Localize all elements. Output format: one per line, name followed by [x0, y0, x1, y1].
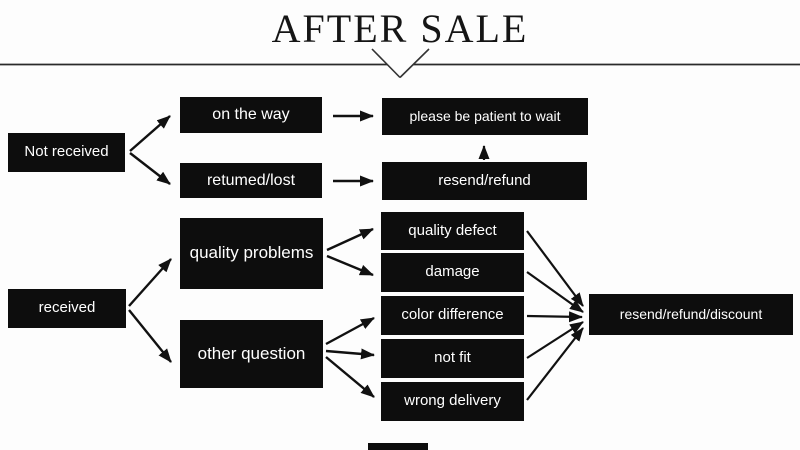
node-damage: damage: [381, 253, 524, 292]
node-quality-defect: quality defect: [381, 212, 524, 250]
header-divider: [0, 48, 800, 79]
node-other-question: other question: [180, 320, 323, 388]
node-not-fit: not fit: [381, 339, 524, 378]
node-quality-problems: quality problems: [180, 218, 323, 289]
node-please-be-patient: please be patient to wait: [382, 98, 588, 135]
node-wrong-delivery: wrong delivery: [381, 382, 524, 421]
down-arrow-icon: [372, 49, 429, 78]
page-title: AFTER SALE: [271, 6, 529, 51]
node-on-the-way: on the way: [180, 97, 322, 133]
node-resend-refund: resend/refund: [382, 162, 587, 200]
node-received: received: [8, 289, 126, 328]
node-not-received: Not received: [8, 133, 125, 172]
node-color-difference: color difference: [381, 296, 524, 335]
cropped-bottom-bar: [368, 443, 428, 450]
node-resend-refund-discount: resend/refund/discount: [589, 294, 793, 335]
node-returned-lost: retumed/lost: [180, 163, 322, 198]
